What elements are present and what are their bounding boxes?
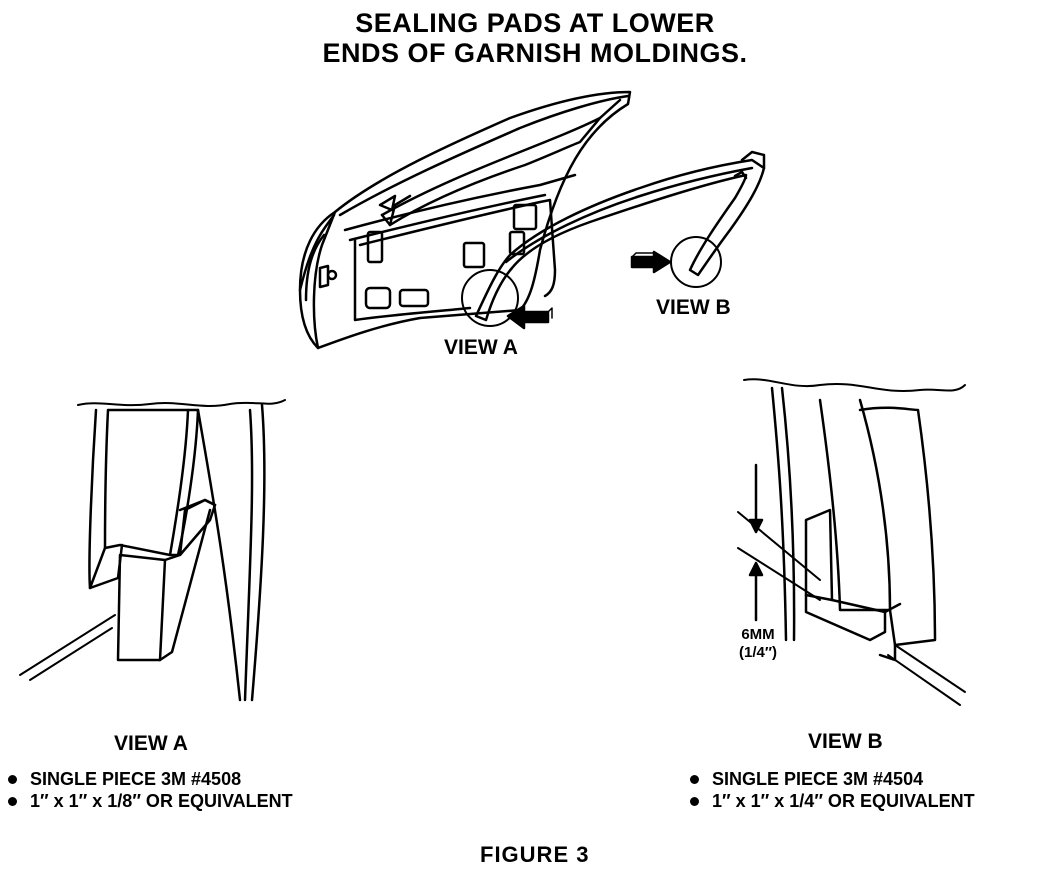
door-illustration bbox=[298, 90, 766, 350]
diagram-title: SEALING PADS AT LOWER ENDS OF GARNISH MO… bbox=[0, 8, 1040, 68]
view-a-heading: VIEW A bbox=[114, 732, 188, 755]
view-a-detail bbox=[19, 399, 286, 702]
view-a-specs: SINGLE PIECE 3M #4508 1″ x 1″ x 1/8″ OR … bbox=[6, 768, 293, 812]
view-a-spec-item: 1″ x 1″ x 1/8″ OR EQUIVALENT bbox=[6, 790, 293, 812]
dimension-callout: 6MM (1/4″) bbox=[728, 626, 788, 662]
view-a-spec-item: SINGLE PIECE 3M #4508 bbox=[6, 768, 293, 790]
dimension-imperial: (1/4″) bbox=[738, 644, 778, 661]
view-b-heading: VIEW B bbox=[808, 730, 883, 753]
view-b-spec-item: 1″ x 1″ x 1/4″ OR EQUIVALENT bbox=[688, 790, 975, 812]
figure-label: FIGURE 3 bbox=[480, 842, 590, 867]
overview-view-a-label: VIEW A bbox=[444, 336, 518, 359]
overview-view-b-label: VIEW B bbox=[656, 296, 731, 319]
view-b-spec-item: SINGLE PIECE 3M #4504 bbox=[688, 768, 975, 790]
dimension-metric: 6MM bbox=[741, 626, 775, 643]
title-line-1: SEALING PADS AT LOWER bbox=[355, 8, 715, 38]
view-b-specs: SINGLE PIECE 3M #4504 1″ x 1″ x 1/4″ OR … bbox=[688, 768, 975, 812]
title-line-2: ENDS OF GARNISH MOLDINGS. bbox=[322, 38, 748, 68]
view-b-detail bbox=[737, 378, 966, 706]
